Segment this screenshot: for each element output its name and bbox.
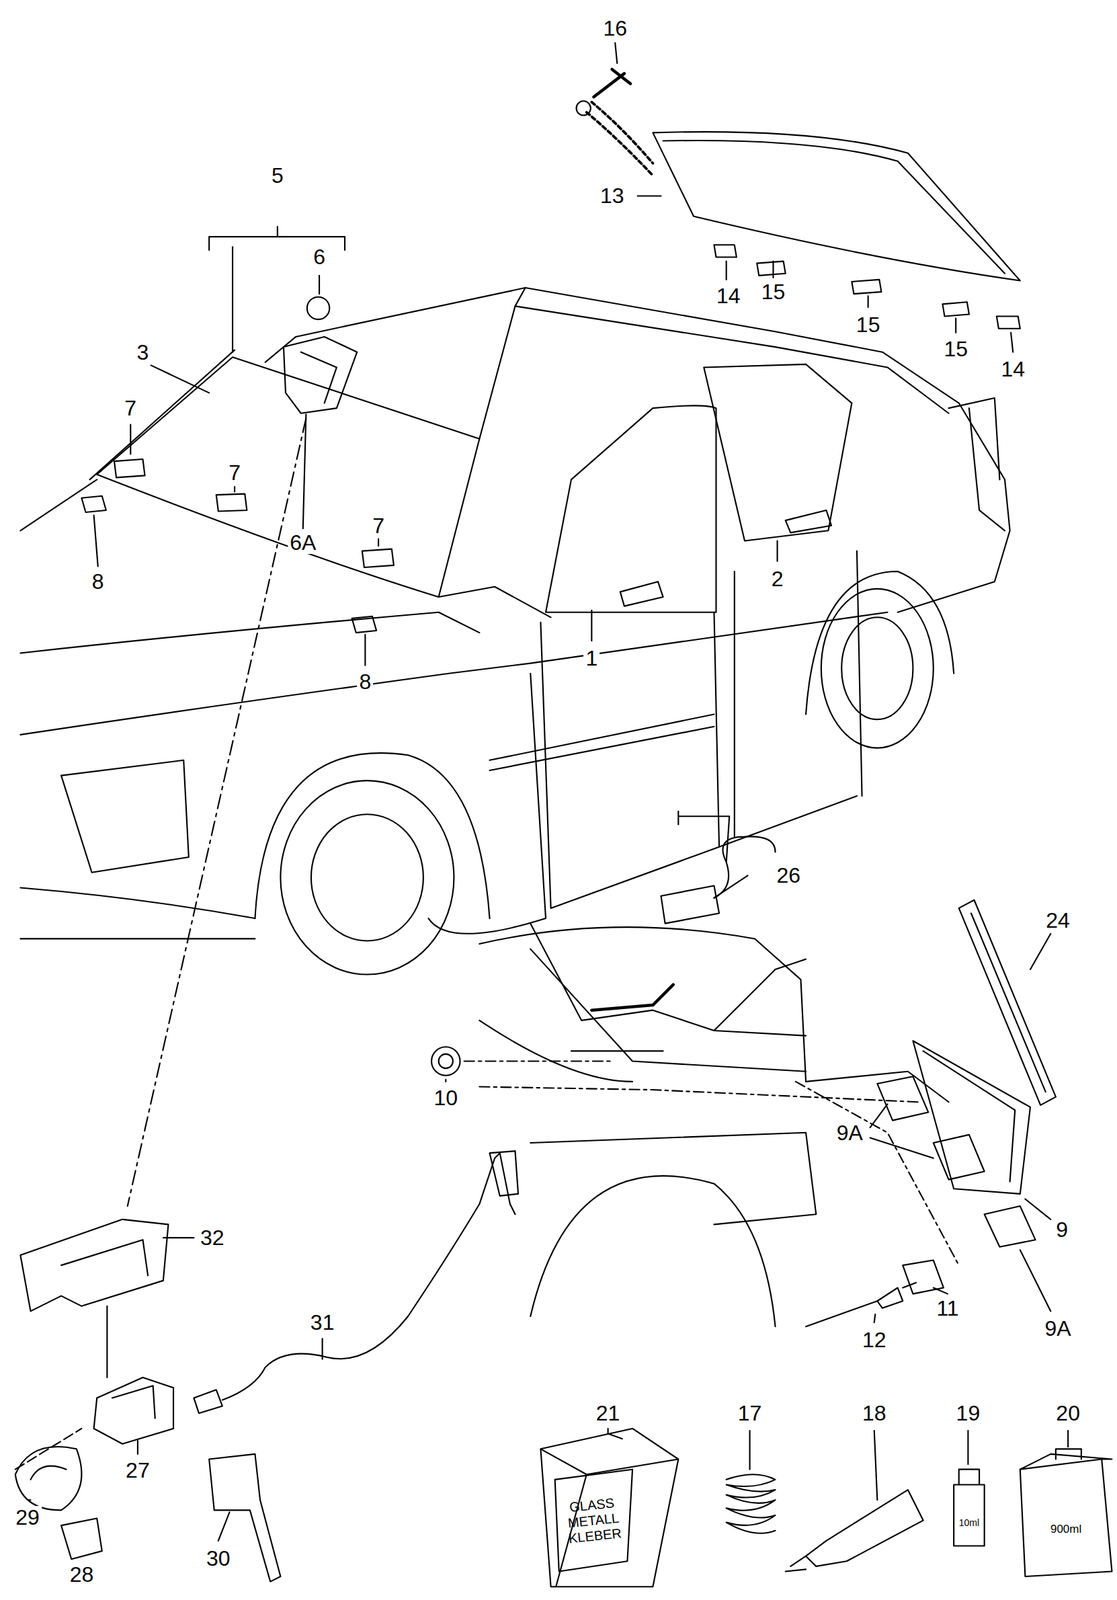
callout-number: 18 — [860, 1401, 889, 1425]
callout-number: 8 — [356, 670, 374, 693]
callout-number: 14 — [714, 284, 743, 308]
callout-number: 17 — [735, 1401, 765, 1425]
callout-number: 14 — [998, 357, 1027, 381]
callout-number: 6A — [287, 530, 318, 554]
callout-number: 27 — [123, 1458, 152, 1482]
callout-number: 12 — [860, 1328, 889, 1351]
callout-number: 9A — [1042, 1316, 1073, 1340]
callout-number: 3 — [135, 340, 152, 364]
callout-number: 9A — [834, 1121, 865, 1144]
callout-number: 15 — [941, 337, 970, 361]
callout-number: 24 — [1043, 908, 1072, 932]
callout-number: 19 — [954, 1401, 983, 1425]
callout-number: 26 — [774, 863, 803, 887]
callout-number: 5 — [269, 163, 286, 187]
callout-number: 2 — [769, 567, 786, 591]
callout-number: 9 — [1053, 1217, 1070, 1241]
callout-number: 32 — [198, 1225, 227, 1249]
callout-number: 8 — [90, 569, 107, 593]
callout-number: 16 — [600, 16, 630, 40]
callout-number: 7 — [122, 396, 139, 420]
callout-number: 10 — [431, 1086, 460, 1109]
callout-number: 6 — [311, 245, 328, 269]
callout-number: 1 — [583, 646, 600, 670]
callout-number: 13 — [598, 184, 627, 208]
callout-number: 28 — [67, 1562, 97, 1586]
bottle-text: 10ml — [957, 1516, 982, 1528]
callout-number: 21 — [594, 1401, 623, 1425]
package-text: GLASS METALL KLEBER — [557, 1492, 631, 1548]
callout-number: 15 — [759, 280, 788, 304]
callout-number: 29 — [13, 1505, 42, 1529]
callout-number: 7 — [370, 514, 387, 537]
callout-number: 30 — [204, 1546, 233, 1570]
callout-number: 31 — [308, 1310, 337, 1334]
callout-number: 7 — [226, 461, 243, 484]
callout-number: 11 — [934, 1296, 961, 1320]
callout-number: 20 — [1053, 1401, 1083, 1425]
callout-number: 15 — [854, 313, 883, 337]
bottle-text: 900ml — [1048, 1521, 1084, 1535]
